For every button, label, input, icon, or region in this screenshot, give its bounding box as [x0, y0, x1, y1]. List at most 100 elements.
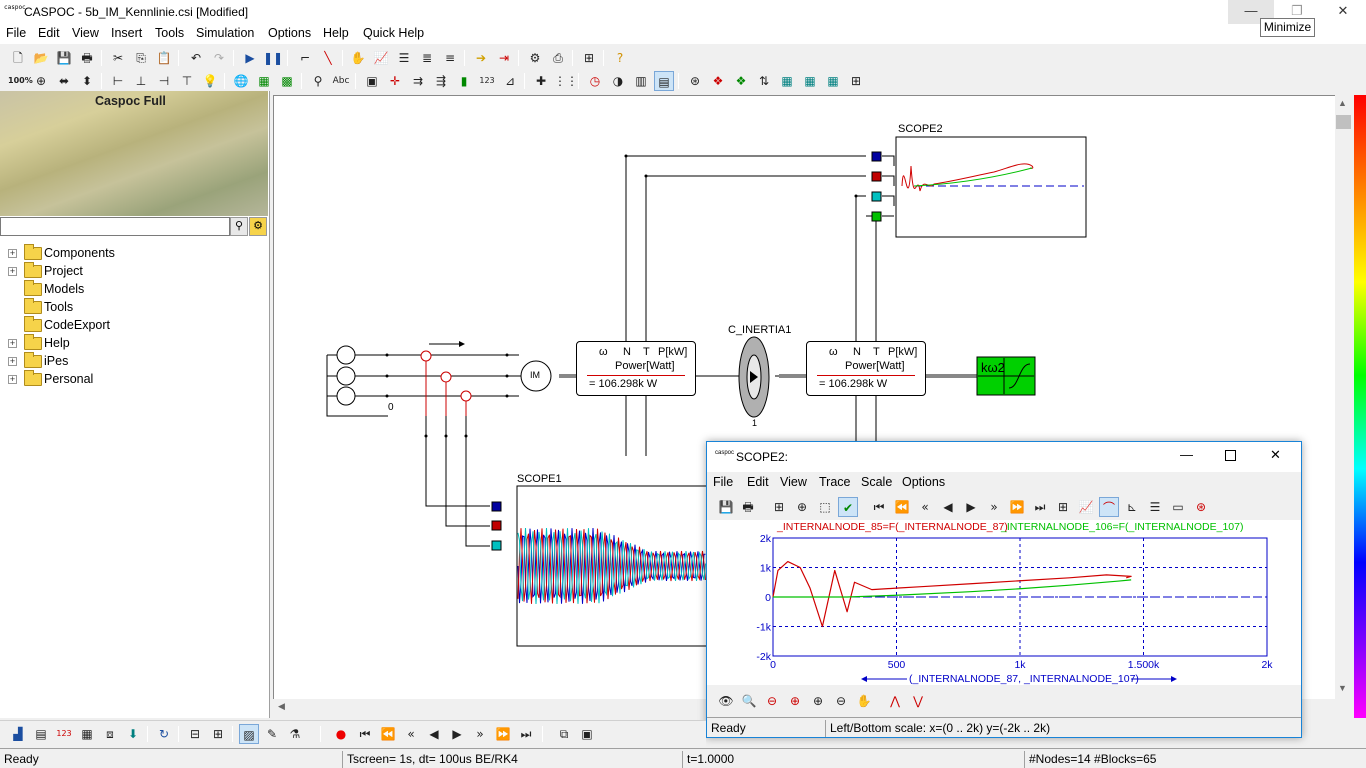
list-icon[interactable]: ☰	[398, 51, 410, 65]
numbers-icon[interactable]: 123	[56, 729, 72, 738]
image-icon[interactable]: ▨	[239, 724, 259, 744]
pause-simulation-icon[interactable]: ❚❚	[263, 51, 284, 65]
sort-icon[interactable]: ⇅	[758, 74, 770, 88]
scope-fast-back-icon[interactable]: ⏪	[894, 500, 910, 514]
wire-icon[interactable]: ⌐	[299, 51, 311, 65]
open-folder-icon[interactable]: 📂	[33, 51, 49, 65]
scope-menu-view[interactable]: View	[780, 475, 807, 489]
power-meter-1[interactable]: ω N T P[kW] Power[Watt] = 106.298k W	[576, 341, 696, 396]
minimize-button[interactable]: —	[1228, 0, 1274, 24]
wand-icon[interactable]: ⚗	[289, 727, 301, 741]
menu-tools[interactable]: Tools	[155, 26, 185, 40]
close-button[interactable]: ✕	[1320, 0, 1366, 24]
scope2-plot[interactable]: _INTERNALNODE_85=F(_INTERNALNODE_87) _IN…	[707, 520, 1301, 685]
layout-icon[interactable]: ⊟	[189, 727, 201, 741]
align-right-icon[interactable]: ⊣	[158, 74, 170, 88]
scope-menu-scale[interactable]: Scale	[861, 475, 893, 489]
scroll-left-icon[interactable]: ◀	[278, 701, 285, 711]
scope-first-icon[interactable]: ⏮	[873, 500, 885, 514]
scope-forward-icon[interactable]: »	[990, 500, 998, 514]
window-icon[interactable]: ▣	[581, 727, 593, 741]
power-meter-2[interactable]: ω N T P[kW] Power[Watt] = 106.298k W	[806, 341, 926, 396]
first-icon[interactable]: ⏮	[359, 727, 371, 741]
scope-save-icon[interactable]: 💾	[718, 500, 734, 514]
globe-icon[interactable]: 🌐	[233, 74, 249, 88]
vertical-scrollbar[interactable]: ▲ ▼	[1335, 95, 1352, 699]
arrow-right-icon[interactable]: ➔	[475, 51, 487, 65]
component-2-icon[interactable]: ❖	[735, 74, 747, 88]
chip-icon[interactable]: ▦	[781, 74, 793, 88]
menu-quick-help[interactable]: Quick Help	[363, 26, 425, 40]
last-icon[interactable]: ⏭	[520, 727, 532, 741]
menu-edit[interactable]: Edit	[38, 26, 60, 40]
scope-xy-icon[interactable]: ⌒	[1099, 497, 1119, 517]
cut-icon[interactable]: ✂	[112, 51, 124, 65]
scope-chart-icon[interactable]: 📈	[1078, 500, 1094, 514]
bar-graph-icon[interactable]: ▥	[635, 74, 647, 88]
help-icon[interactable]: ?	[616, 51, 624, 65]
edit-image-icon[interactable]: ✎	[266, 727, 278, 741]
text-label-icon[interactable]: Abc	[332, 76, 350, 86]
scope-window-icon[interactable]: ▭	[1172, 500, 1184, 514]
block-grid-icon[interactable]: ▦	[81, 727, 93, 741]
search-icon[interactable]: ⚲	[230, 217, 248, 236]
scope-fast-forward-icon[interactable]: ⏩	[1009, 500, 1025, 514]
menu-options[interactable]: Options	[268, 26, 312, 40]
play-icon[interactable]: ▶	[452, 727, 462, 741]
document-icon[interactable]: ▤	[35, 727, 47, 741]
zoom-x-icon[interactable]: ⊕	[812, 694, 824, 708]
fast-forward-icon[interactable]: ⏩	[495, 727, 511, 741]
scope-chart-icon[interactable]: 📈	[373, 51, 389, 65]
target-icon[interactable]: ⊛	[689, 74, 701, 88]
layout-2-icon[interactable]: ⊞	[212, 727, 224, 741]
list-check-icon[interactable]: ≣	[421, 51, 433, 65]
menu-view[interactable]: View	[72, 26, 99, 40]
pan-hand-icon[interactable]: ✋	[856, 694, 872, 708]
zoom-height-icon[interactable]: ⬍	[81, 74, 93, 88]
step-back-icon[interactable]: ◀	[429, 727, 439, 741]
cursor-1-icon[interactable]: ⋀	[890, 694, 900, 708]
crosshair-icon[interactable]: ✚	[535, 74, 547, 88]
hand-select-icon[interactable]: ✋	[350, 51, 366, 65]
scope-add-icon[interactable]: ⊿	[504, 74, 516, 88]
scope-menu-file[interactable]: File	[713, 475, 734, 489]
scope-step-forward-icon[interactable]: ▶	[966, 500, 976, 514]
zoom-100-button[interactable]: 100%	[8, 76, 33, 85]
back-icon[interactable]: «	[407, 727, 415, 741]
list-sort-icon[interactable]: ≡	[444, 51, 456, 65]
ic-icon[interactable]: ⧈	[106, 727, 114, 741]
scroll-thumb[interactable]	[1336, 115, 1351, 129]
expand-icon[interactable]: +	[8, 374, 17, 384]
scope-menu-options[interactable]: Options	[902, 475, 946, 489]
scope-zoom-fit-icon[interactable]: ⊕	[796, 500, 808, 514]
paste-icon[interactable]: 📋	[156, 51, 172, 65]
cursor-2-icon[interactable]: ⋁	[913, 694, 923, 708]
restore-button[interactable]: ❐	[1274, 0, 1320, 24]
zoom-out-icon[interactable]: ⊖	[766, 694, 778, 708]
scope-axis-icon[interactable]: ⊾	[1126, 500, 1138, 514]
record-icon[interactable]: ●	[335, 727, 347, 741]
scope-menu-edit[interactable]: Edit	[747, 475, 769, 489]
step-forward-icon[interactable]: »	[476, 727, 484, 741]
components-icon[interactable]: ❖	[712, 74, 724, 88]
expand-icon[interactable]: +	[8, 266, 17, 276]
align-center-icon[interactable]: ⊥	[135, 74, 147, 88]
scope-print-icon[interactable]: 🖶	[742, 500, 754, 514]
expand-icon[interactable]: +	[8, 338, 17, 348]
node-icon[interactable]: ✛	[389, 74, 401, 88]
component-icon[interactable]: ▟	[13, 727, 23, 741]
save-icon[interactable]: 💾	[56, 51, 72, 65]
light-bulb-icon[interactable]: 💡	[202, 74, 218, 88]
block-icon[interactable]: ▣	[366, 74, 378, 88]
chip-2-icon[interactable]: ▦	[804, 74, 816, 88]
zoom-y-icon[interactable]: ⊖	[835, 694, 847, 708]
source-icon[interactable]: ▮	[460, 74, 468, 88]
align-left-icon[interactable]: ⊢	[112, 74, 124, 88]
scope-close-icon[interactable]: ✕	[1270, 447, 1281, 462]
menu-insert[interactable]: Insert	[111, 26, 143, 40]
bar-graph-active-icon[interactable]: ▤	[654, 71, 674, 91]
windows-icon[interactable]: ⧉	[559, 727, 569, 741]
scope-zoom-box-icon[interactable]: ⬚	[819, 500, 831, 514]
refresh-icon[interactable]: ↻	[158, 727, 170, 741]
scope-target-icon[interactable]: ⊛	[1195, 500, 1207, 514]
